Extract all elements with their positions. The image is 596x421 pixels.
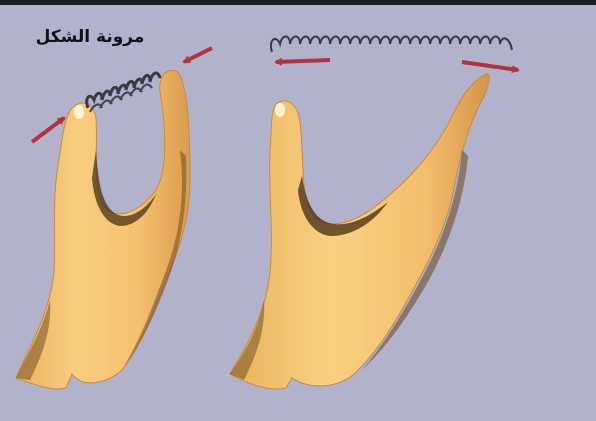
right-bone [230,74,489,389]
arrow-inward-right [32,118,64,142]
arrow-outward-left [276,60,330,62]
left-bone [16,70,190,389]
shape-flexibility-caption: مرونة الشكل [10,24,170,50]
arrow-outward-right [462,62,518,70]
stretched-spring [271,37,512,53]
right-bone-tip-highlight [275,103,285,117]
arrow-inward-left [184,48,212,62]
left-bone-tip-highlight [74,105,84,119]
compressed-spring [87,73,160,112]
right-arrows [276,60,518,70]
